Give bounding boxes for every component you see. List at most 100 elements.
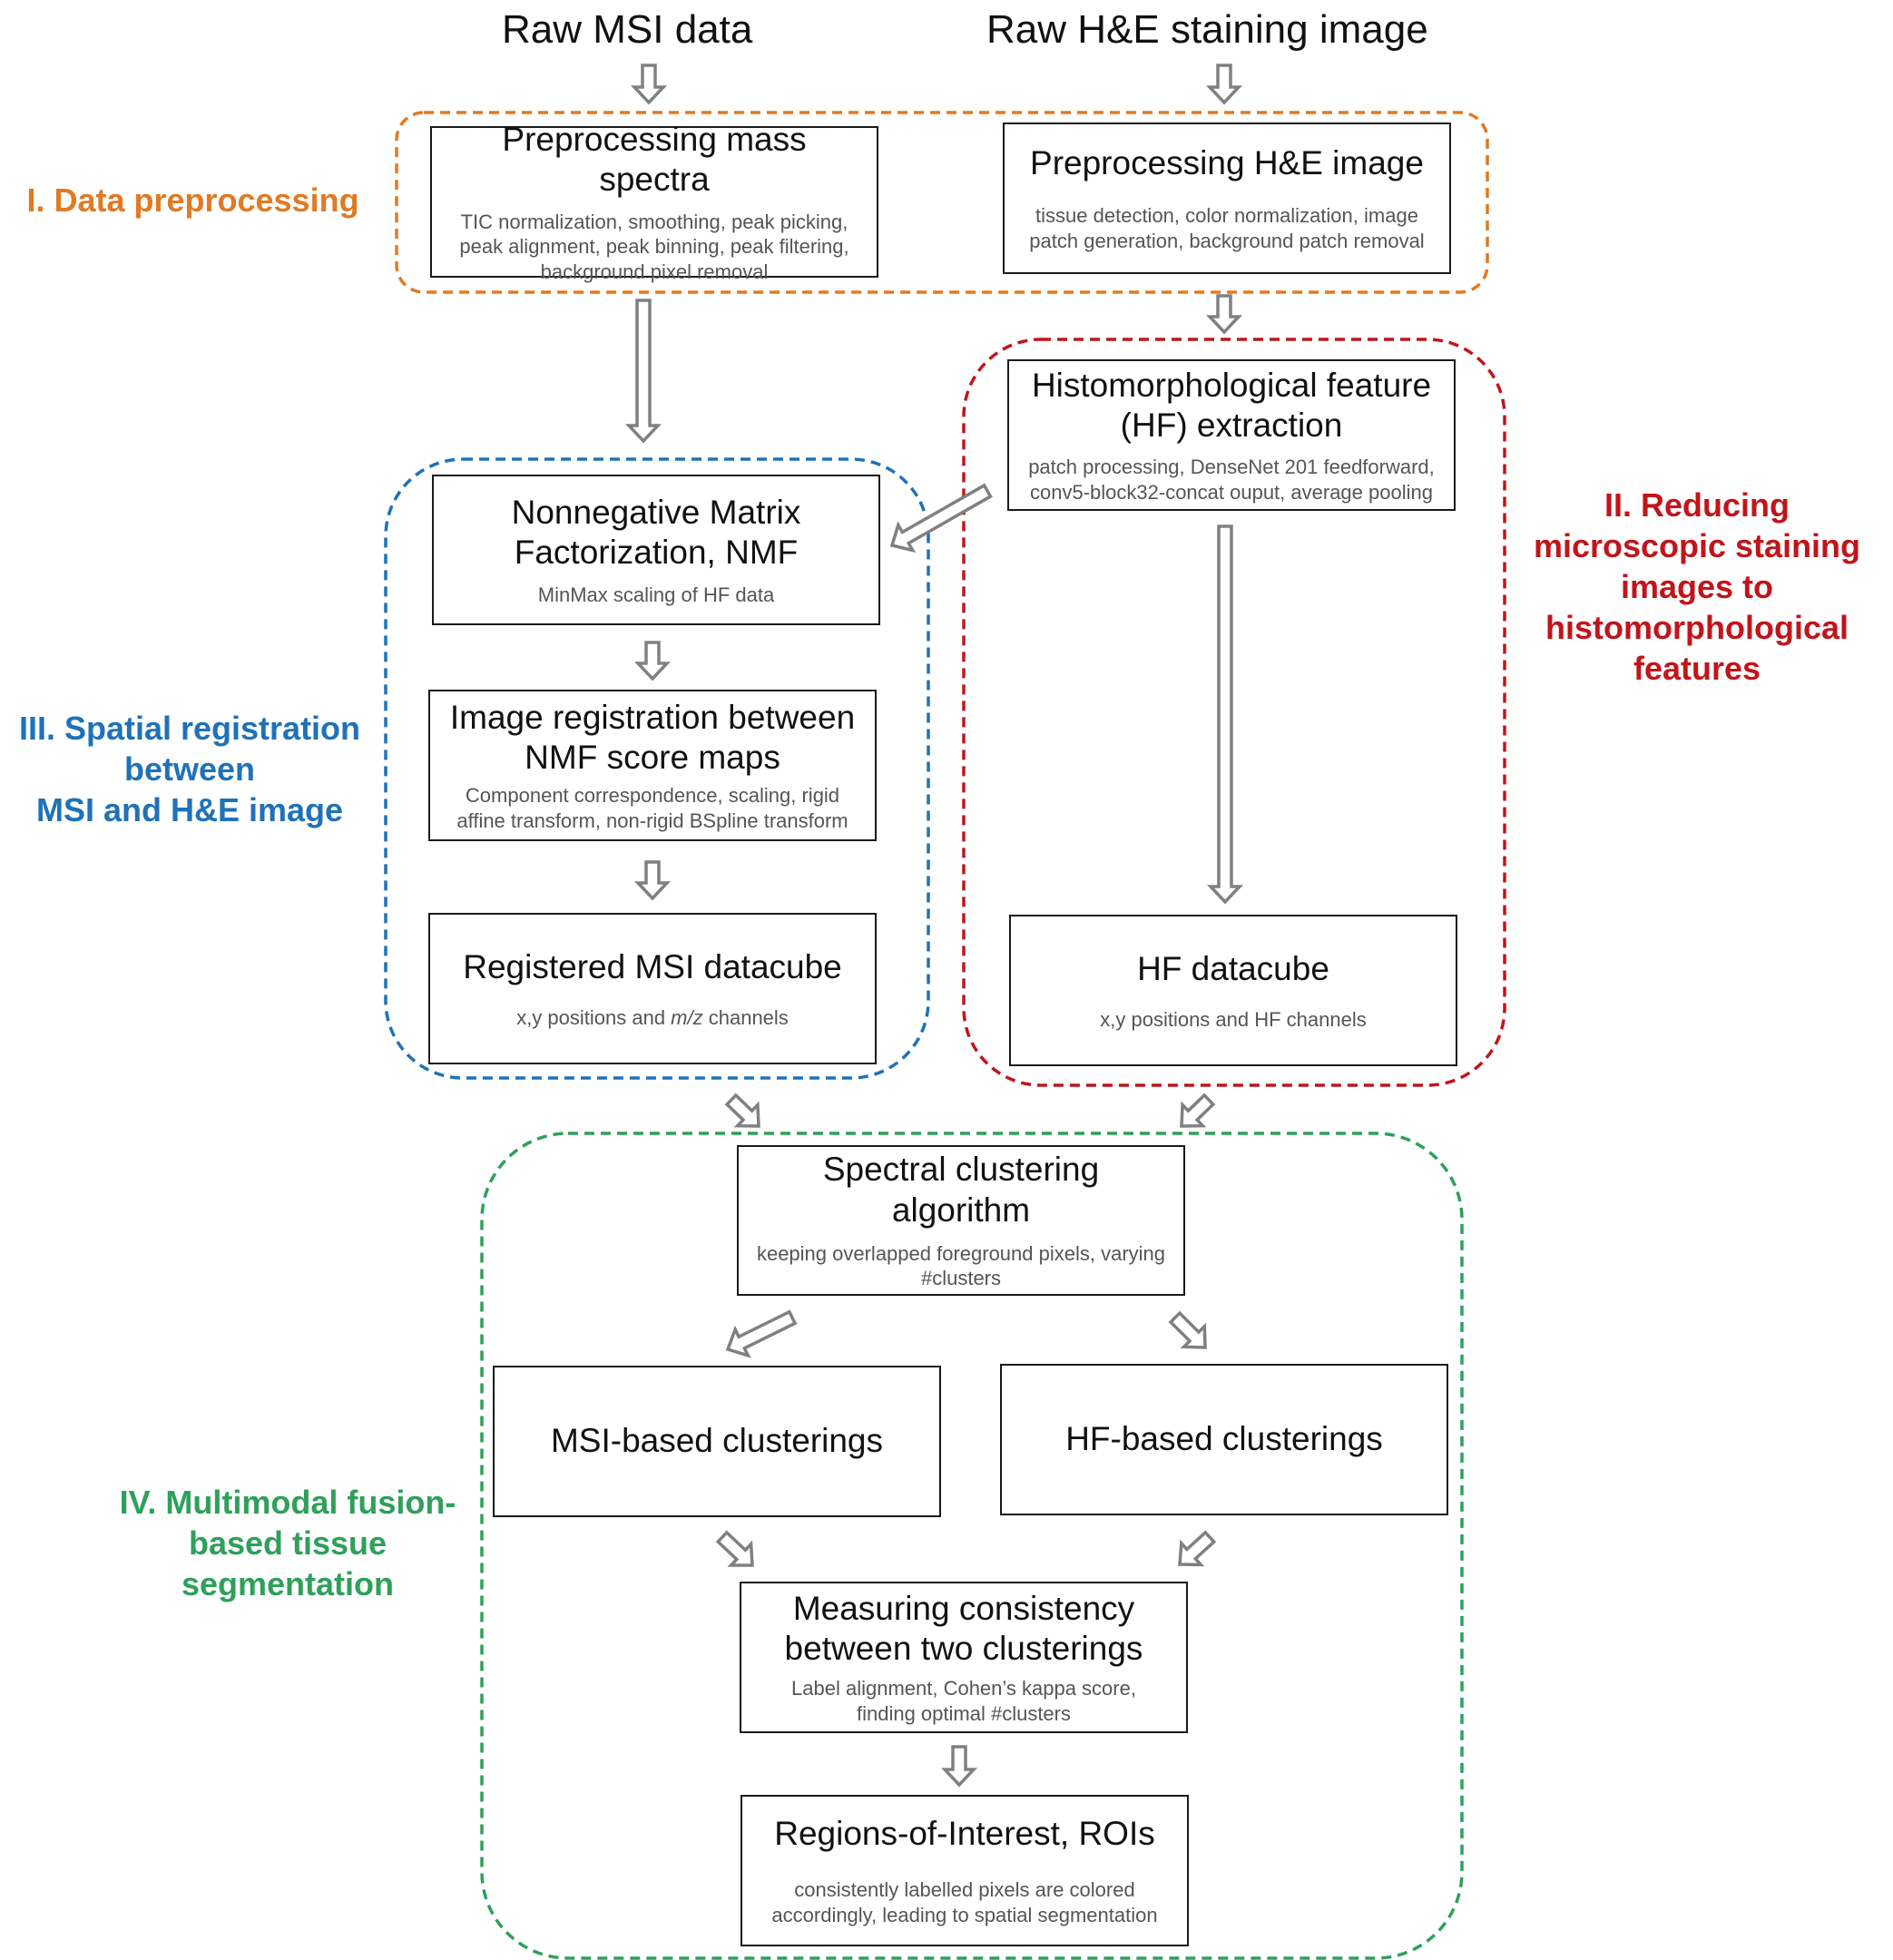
- stage-3-line: III. Spatial registration: [18, 710, 361, 747]
- box-title: Histomorphological feature (HF) extracti…: [1032, 366, 1431, 446]
- arrow-msicube-to-spectral: [724, 1093, 760, 1128]
- desc-italic: m/z: [671, 1005, 703, 1029]
- box-description: keeping overlapped foreground pixels, va…: [757, 1241, 1165, 1291]
- box-title: HF datacube: [1137, 949, 1329, 987]
- desc-line: peak alignment, peak binning, peak filte…: [459, 235, 849, 259]
- stage-1-label: I. Data preprocessing: [26, 181, 359, 219]
- stage-regions: [384, 111, 1506, 1960]
- arrow-prep-to-nmf: [624, 299, 662, 444]
- msi-based-clusterings-box: MSI-based clusterings: [493, 1366, 941, 1517]
- desc-line: conv5-block32-concat ouput, average pool…: [1030, 480, 1433, 504]
- box-title: Preprocessing H&E image: [1030, 143, 1424, 181]
- desc-line: background pixel removal: [540, 260, 769, 283]
- box-title: HF-based clusterings: [1065, 1420, 1383, 1458]
- stage-2-line: histomorphological: [1545, 609, 1849, 646]
- box-title: Registered MSI datacube: [463, 947, 842, 985]
- registered-msi-datacube-box: Registered MSI datacube x,y positions an…: [428, 913, 877, 1064]
- desc-line: tissue detection, color normalization, i…: [1035, 204, 1418, 228]
- title-line: Measuring consistency: [792, 1589, 1135, 1627]
- stage-2-line: images to: [1620, 568, 1774, 605]
- box-title: Regions-of-Interest, ROIs: [774, 1814, 1155, 1852]
- box-description: patch processing, DenseNet 201 feedforwa…: [1028, 455, 1435, 505]
- stage-3-line: between: [123, 750, 256, 788]
- arrow-consistency-to-rois: [940, 1745, 978, 1788]
- hf-datacube-box: HF datacube x,y positions and HF channel…: [1009, 915, 1457, 1066]
- arrow-spectral-to-msiclust: [725, 1309, 798, 1358]
- title-line: Image registration between: [449, 698, 856, 736]
- desc-line: patch processing, DenseNet 201 feedforwa…: [1028, 456, 1435, 479]
- measuring-consistency-box: Measuring consistency between two cluste…: [740, 1582, 1188, 1733]
- preprocessing-mass-spectra-box: Preprocessing mass spectra TIC normaliza…: [430, 121, 878, 283]
- box-description: TIC normalization, smoothing, peak picki…: [459, 210, 848, 285]
- box-title: MSI-based clusterings: [550, 1422, 884, 1460]
- box-description: x,y positions and HF channels: [1100, 1007, 1367, 1033]
- arrow-spectral-to-hfclust: [1168, 1310, 1207, 1349]
- box-title: Image registration between NMF score map…: [450, 698, 855, 779]
- arrow-nmf-to-registration: [633, 641, 672, 681]
- stage-3-line: MSI and H&E image: [35, 791, 344, 828]
- title-line: algorithm: [891, 1191, 1031, 1229]
- box-title: Preprocessing mass spectra: [502, 120, 807, 199]
- desc-line: Component correspondence, scaling, rigid: [465, 784, 840, 808]
- desc-line: #clusters: [920, 1267, 1002, 1290]
- stage-3-label: III. Spatial registration between MSI an…: [0, 708, 379, 830]
- title-line: Factorization, NMF: [514, 534, 799, 572]
- spectral-clustering-box: Spectral clustering algorithm keeping ov…: [737, 1145, 1185, 1296]
- stage-2-region: [962, 338, 1506, 1087]
- flow-arrows: [624, 64, 1244, 1788]
- title-line: between two clusterings: [784, 1630, 1143, 1667]
- arrow-registration-to-msicube: [633, 860, 672, 901]
- stage-2-line: microscopic staining: [1533, 527, 1861, 564]
- stage-4-line: segmentation: [181, 1565, 395, 1602]
- desc-text: x,y positions and: [516, 1005, 672, 1029]
- arrow-hfclust-to-consistency: [1178, 1530, 1217, 1567]
- arrow-prep-to-hf: [1205, 294, 1243, 335]
- title-line: (HF) extraction: [1120, 407, 1343, 444]
- desc-line: affine transform, non-rigid BSpline tran…: [456, 808, 848, 832]
- title-line: NMF score maps: [525, 739, 780, 776]
- hf-extraction-box: Histomorphological feature (HF) extracti…: [1007, 359, 1456, 511]
- box-description: x,y positions and m/z channels: [516, 1005, 789, 1031]
- nmf-box: Nonnegative Matrix Factorization, NMF Mi…: [432, 475, 880, 625]
- rois-box: Regions-of-Interest, ROIs consistently l…: [741, 1795, 1189, 1946]
- stage-4-line: IV. Multimodal fusion-: [119, 1484, 456, 1521]
- title-line: Nonnegative Matrix: [511, 493, 801, 531]
- source-he-label: Raw H&E staining image: [986, 7, 1428, 52]
- box-description: tissue detection, color normalization, i…: [1029, 203, 1424, 253]
- desc-line: patch generation, background patch remov…: [1029, 229, 1425, 252]
- hf-based-clusterings-box: HF-based clusterings: [1000, 1364, 1448, 1515]
- stage-3-region: [384, 457, 930, 1080]
- title-line: Spectral clustering: [822, 1151, 1100, 1189]
- box-description: Component correspondence, scaling, rigid…: [456, 783, 848, 833]
- preprocessing-he-image-box: Preprocessing H&E image tissue detection…: [1003, 122, 1451, 274]
- desc-line: MinMax scaling of HF data: [537, 583, 775, 606]
- arrow-he-to-prep: [1205, 64, 1243, 105]
- arrow-hf-to-nmf: [889, 483, 993, 554]
- arrow-msiclust-to-consistency: [715, 1530, 754, 1567]
- desc-line: Label alignment, Cohen’s kappa score,: [791, 1677, 1136, 1700]
- desc-line: consistently labelled pixels are colored: [794, 1878, 1135, 1902]
- stage-4-line: based tissue: [188, 1524, 387, 1562]
- box-title: Measuring consistency between two cluste…: [785, 1589, 1143, 1670]
- stage-2-label: II. Reducing microscopic staining images…: [1515, 485, 1878, 689]
- desc-line: accordingly, leading to spatial segmenta…: [771, 1903, 1158, 1926]
- source-msi-label: Raw MSI data: [502, 7, 753, 52]
- stage-2-line: features: [1633, 650, 1761, 687]
- desc-text: channels: [702, 1005, 789, 1029]
- image-registration-box: Image registration between NMF score map…: [428, 690, 877, 841]
- desc-line: x,y positions and HF channels: [1100, 1007, 1367, 1031]
- box-title: Nonnegative Matrix Factorization, NMF: [512, 493, 801, 573]
- stage-2-line: II. Reducing: [1604, 486, 1790, 524]
- stage-1-region: [395, 111, 1489, 294]
- arrow-msi-to-prep: [630, 64, 668, 105]
- arrow-hf-to-hfcube: [1206, 524, 1244, 905]
- box-description: MinMax scaling of HF data: [538, 583, 774, 608]
- box-description: consistently labelled pixels are colored…: [771, 1877, 1157, 1927]
- title-line: Histomorphological feature: [1031, 366, 1432, 404]
- arrow-hfcube-to-spectral: [1180, 1093, 1216, 1128]
- desc-line: finding optimal #clusters: [856, 1701, 1071, 1725]
- stage-4-label: IV. Multimodal fusion- based tissue segm…: [102, 1482, 474, 1604]
- desc-line: TIC normalization, smoothing, peak picki…: [460, 210, 848, 233]
- box-description: Label alignment, Cohen’s kappa score, fi…: [791, 1676, 1136, 1726]
